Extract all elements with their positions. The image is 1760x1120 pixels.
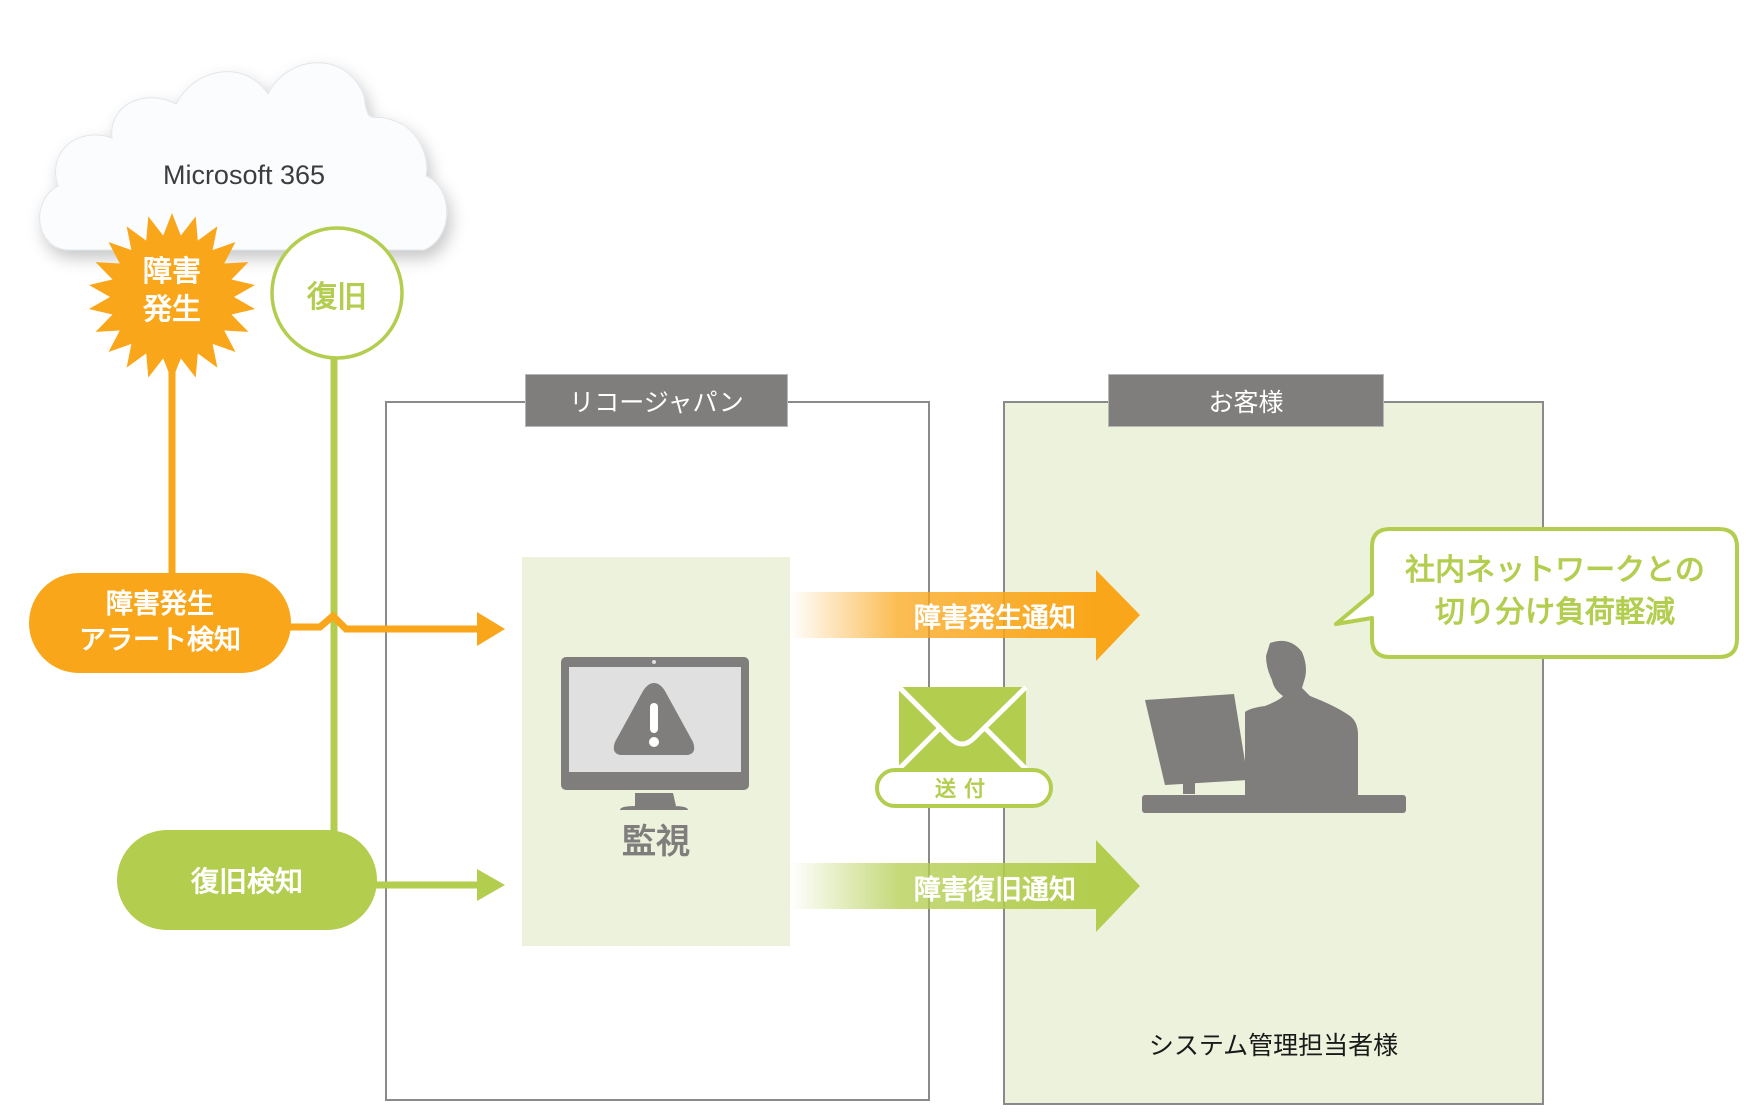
cloud-icon xyxy=(39,62,448,251)
recovery-circle-icon xyxy=(270,226,404,360)
failure-notification-arrow xyxy=(790,570,1140,661)
recovery-detection-pill: 復旧検知 xyxy=(117,830,377,930)
system-admin-label: システム管理担当者様 xyxy=(1148,1031,1399,1060)
alert-detection-arrow xyxy=(288,611,480,633)
person-at-computer-icon xyxy=(1142,640,1406,813)
recovery-event-label: 復旧 xyxy=(307,280,367,315)
envelope-icon xyxy=(897,685,1028,771)
speech-bubble-text: 社内ネットワークとの 切り分け負荷軽減 xyxy=(1376,550,1734,634)
ricoh-japan-tab: リコージャパン xyxy=(525,374,788,427)
customer-tab: お客様 xyxy=(1108,374,1384,427)
monitoring-label: 監視 xyxy=(622,822,690,862)
monitor-warning-icon xyxy=(561,657,749,810)
alert-detection-line2: アラート検知 xyxy=(79,625,241,656)
speech-bubble xyxy=(1334,527,1739,659)
recovery-notification-label: 障害復旧通知 xyxy=(914,875,1076,906)
failure-event-text: 障害発生 xyxy=(142,254,201,326)
failure-notification-label: 障害発生通知 xyxy=(914,603,1076,634)
alert-arrowhead-icon xyxy=(477,612,505,646)
alert-detection-line1: 障害発生 xyxy=(106,589,214,620)
speech-bubble-line2: 切り分け負荷軽減 xyxy=(1435,595,1675,630)
recovery-notification-arrow xyxy=(790,840,1140,932)
send-badge: 送付 xyxy=(875,768,1053,808)
failure-event-label: 障害発生 xyxy=(112,252,232,328)
recovery-arrowhead-icon xyxy=(477,869,505,901)
cloud-label: Microsoft 365 xyxy=(162,160,326,190)
starburst-icon xyxy=(88,213,256,381)
alert-detection-pill: 障害発生 アラート検知 xyxy=(29,573,291,673)
speech-bubble-line1: 社内ネットワークとの xyxy=(1405,553,1705,588)
